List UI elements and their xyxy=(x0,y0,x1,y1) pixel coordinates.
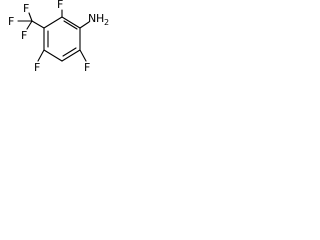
ring-double-bond-2 xyxy=(62,47,77,57)
ring-bond-1 xyxy=(61,16,81,29)
ring-bond-6 xyxy=(43,16,63,29)
bond-bottom-right-fluorine xyxy=(79,49,87,62)
ring-bond-4 xyxy=(43,49,63,62)
atom-h-amine: H xyxy=(96,12,104,25)
atom-f-cf3-bottom: F xyxy=(21,29,27,42)
benzene-ring xyxy=(43,16,81,62)
bond-cf3-top-fluorine xyxy=(28,12,33,22)
molecule-structure: F F F F F F N H 2 xyxy=(8,0,109,74)
amine-hydrogen-count: 2 xyxy=(104,18,109,27)
atom-n-amine: N xyxy=(88,12,96,25)
atom-f-bottom-right: F xyxy=(84,61,90,74)
atom-f-top: F xyxy=(57,0,63,11)
ring-double-bond-1 xyxy=(63,20,78,30)
bond-bottom-left-fluorine xyxy=(37,49,45,62)
ring-bond-3 xyxy=(61,49,81,62)
atom-f-bottom-left: F xyxy=(34,61,40,74)
atom-f-cf3-top: F xyxy=(23,2,29,15)
bond-cf3 xyxy=(31,20,45,29)
substituent-bonds xyxy=(17,9,90,62)
atom-f-cf3-left: F xyxy=(8,15,14,28)
bond-amine xyxy=(79,21,90,29)
structure-canvas: F F F F F F N H 2 xyxy=(0,0,124,83)
bond-cf3-bottom-fluorine xyxy=(26,20,33,30)
